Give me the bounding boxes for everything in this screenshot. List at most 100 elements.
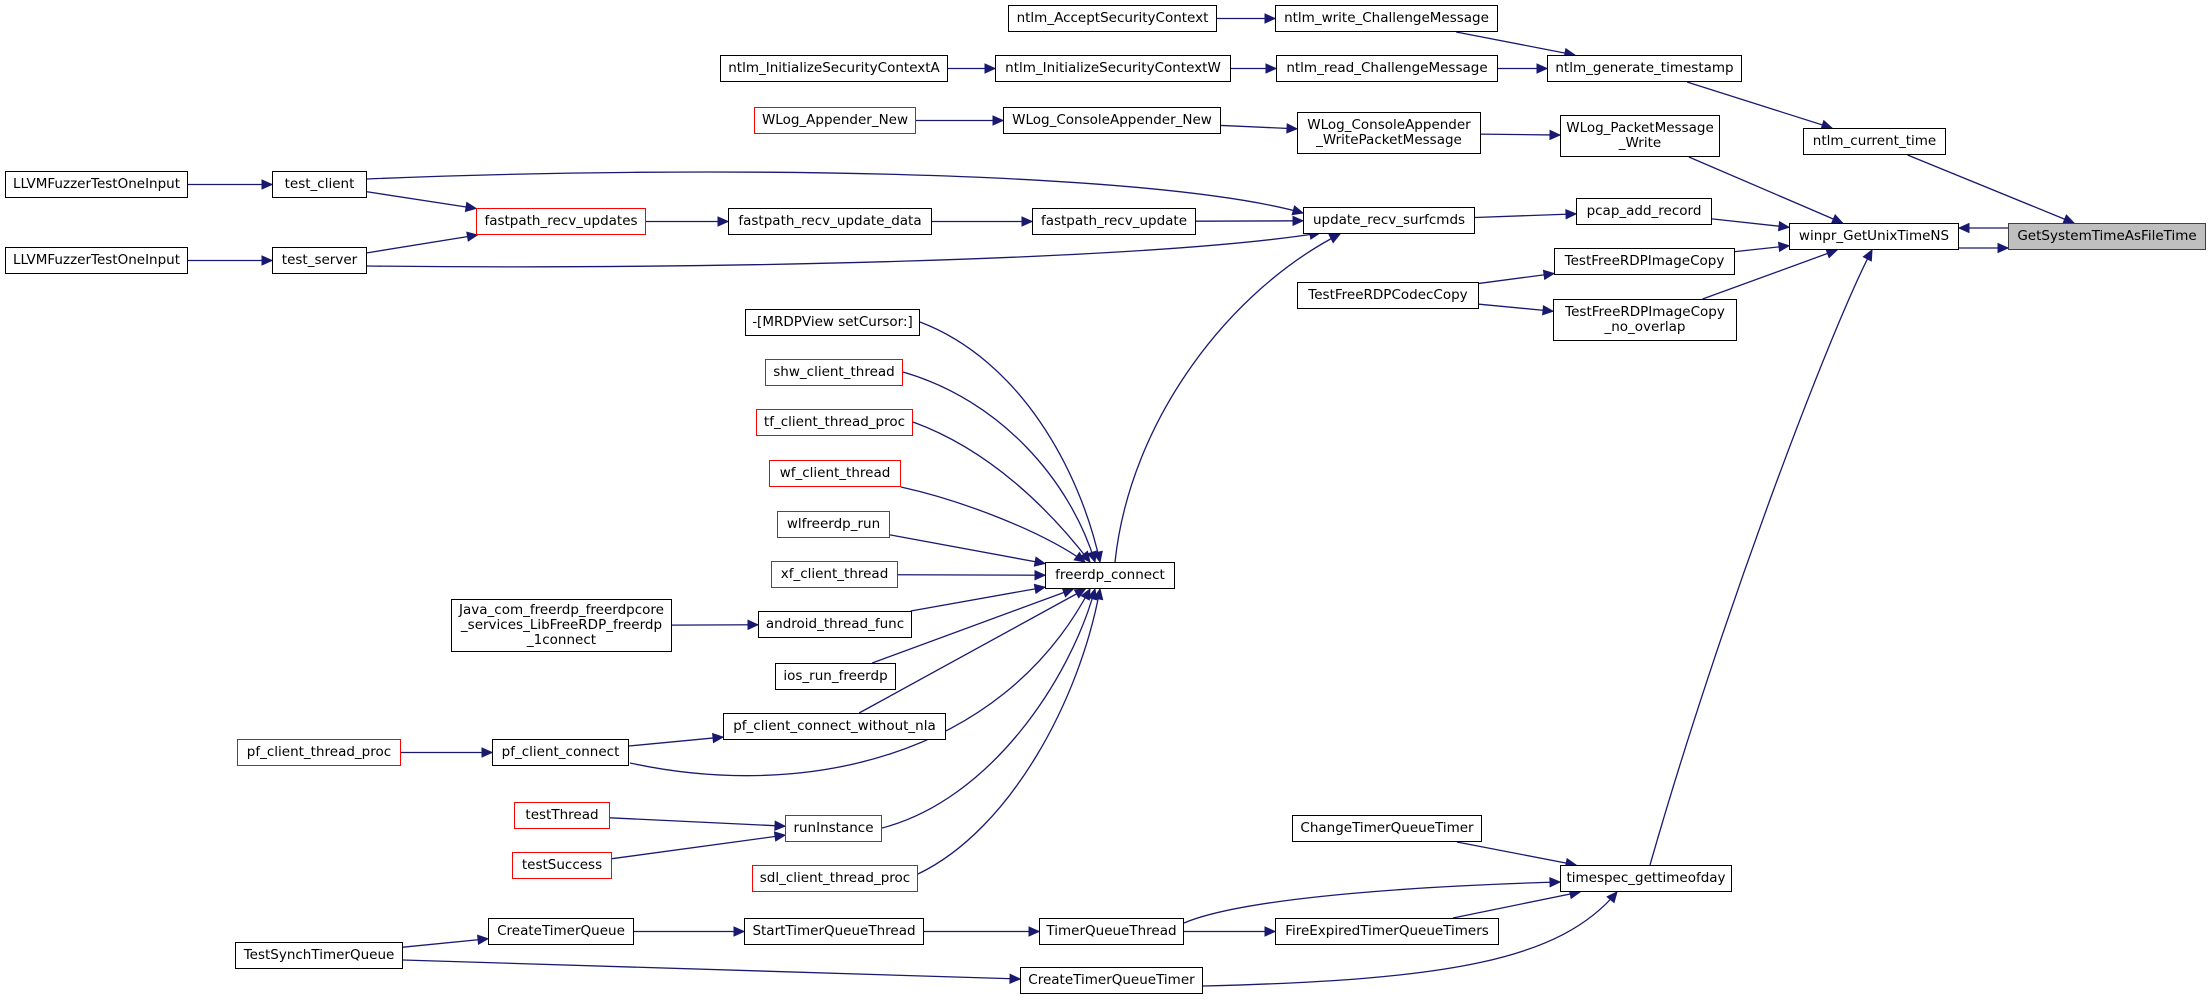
node-update-recv-surfcmds[interactable]: update_recv_surfcmds — [1303, 207, 1475, 234]
edge-pf-client-connect-without-nla-to-freerdp-connect-arrowhead — [1073, 588, 1087, 599]
edge-ios-run-freerdp-to-freerdp-connect-arrowhead — [1061, 587, 1075, 598]
edge-testfreerdpimagecopy-no-overlap-to-winpr-getunixtimens-arrowhead — [1825, 248, 1839, 259]
node-test-server[interactable]: test_server — [272, 247, 367, 274]
edge-tf-client-thread-proc-to-freerdp-connect-arrowhead — [1079, 550, 1091, 563]
edge-testthread-to-runinstance-arrowhead — [774, 820, 787, 831]
edge-android-thread-func-to-freerdp-connect — [910, 586, 1046, 612]
node-testfreerdpimagecopy-no-overlap[interactable]: TestFreeRDPImageCopy _no_overlap — [1553, 299, 1737, 341]
edge-testfreerdpcodeccopy-to-testfreerdpimagecopy-no-overlap — [1478, 303, 1554, 312]
node-createtimerqueuetimer[interactable]: CreateTimerQueueTimer — [1020, 967, 1203, 994]
edge-ntlm-current-time-to-getsystemtimeasfiletime — [1907, 154, 2075, 224]
edge-test-server-to-fastpath-recv-updates — [366, 234, 478, 254]
node-wlog-packetmessage-write[interactable]: WLog_PacketMessage _Write — [1560, 115, 1720, 157]
edge-wlog-packetmessage-write-to-winpr-getunixtimens — [1688, 156, 1843, 224]
node-ntlm-acceptsecuritycontext[interactable]: ntlm_AcceptSecurityContext — [1008, 5, 1217, 32]
node-createtimerqueue[interactable]: CreateTimerQueue — [488, 918, 634, 945]
node-testsuccess[interactable]: testSuccess — [512, 852, 612, 879]
edge-testsynchtimerqueue-to-createtimerqueuetimer — [402, 959, 1021, 980]
node-ntlm-generate-timestamp[interactable]: ntlm_generate_timestamp — [1547, 55, 1742, 82]
edge-testsynchtimerqueue-to-createtimerqueue-arrowhead — [477, 934, 490, 946]
edge-fastpath-recv-update-to-update-recv-surfcmds-arrowhead — [1292, 215, 1305, 227]
node-sdl-client-thread-proc[interactable]: sdl_client_thread_proc — [752, 865, 918, 892]
edge-freerdp-connect-to-update-recv-surfcmds — [1114, 233, 1341, 563]
node-starttimerqueuethread[interactable]: StartTimerQueueThread — [744, 918, 924, 945]
node-wlfreerdp-run[interactable]: wlfreerdp_run — [777, 511, 890, 538]
node-ntlm-current-time[interactable]: ntlm_current_time — [1803, 128, 1946, 155]
node-pcap-add-record[interactable]: pcap_add_record — [1576, 198, 1712, 225]
edge-createtimerqueuetimer-to-timespec-gettimeofday — [1202, 891, 1618, 987]
edge-update-recv-surfcmds-to-pcap-add-record-arrowhead — [1565, 209, 1578, 220]
node-ntlm-initializesecuritycontextw[interactable]: ntlm_InitializeSecurityContextW — [995, 55, 1231, 82]
node-testfreerdpimagecopy[interactable]: TestFreeRDPImageCopy — [1554, 248, 1735, 275]
edge-pf-client-connect-to-pf-client-connect-without-nla-arrowhead — [712, 732, 725, 744]
edge-createtimerqueue-to-starttimerqueuethread-arrowhead — [733, 926, 746, 937]
node-llvmfuzzertestoneinput-1[interactable]: LLVMFuzzerTestOneInput — [5, 171, 188, 198]
node-java-com-freerdp[interactable]: Java_com_freerdp_freerdpcore _services_L… — [451, 599, 672, 652]
edge-testfreerdpimagecopy-to-winpr-getunixtimens-arrowhead — [1777, 241, 1791, 253]
node-fastpath-recv-update-data[interactable]: fastpath_recv_update_data — [728, 208, 932, 235]
edge-timespec-gettimeofday-to-winpr-getunixtimens — [1649, 249, 1873, 866]
node-testsynchtimerqueue[interactable]: TestSynchTimerQueue — [235, 942, 403, 969]
edge-test-client-to-update-recv-surfcmds — [366, 171, 1304, 214]
edge-fireexpiredtimerqueuetimers-to-timespec-gettimeofday — [1452, 891, 1581, 919]
edge-pf-client-thread-proc-to-pf-client-connect-arrowhead — [481, 747, 494, 758]
node-ios-run-freerdp[interactable]: ios_run_freerdp — [775, 663, 896, 690]
edge-wlog-consoleappender-new-to-wlog-consoleappender-writepacketmessage — [1220, 124, 1298, 130]
edge-wlog-consoleappender-writepacketmessage-to-wlog-packetmessage-write — [1480, 133, 1561, 136]
node-pf-client-connect-without-nla[interactable]: pf_client_connect_without_nla — [723, 713, 946, 740]
edge-testsuccess-to-runinstance — [611, 834, 786, 860]
node-android-thread-func[interactable]: android_thread_func — [758, 611, 912, 638]
edge-changetimerqueuetimer-to-timespec-gettimeofday — [1456, 841, 1577, 866]
edge-ntlm-read-challengemessage-to-ntlm-generate-timestamp-arrowhead — [1536, 63, 1549, 74]
node-fastpath-recv-updates[interactable]: fastpath_recv_updates — [476, 208, 646, 235]
node-wlog-appender-new[interactable]: WLog_Appender_New — [754, 107, 916, 134]
node-timespec-gettimeofday[interactable]: timespec_gettimeofday — [1560, 865, 1732, 892]
edge-tf-client-thread-proc-to-freerdp-connect — [912, 421, 1091, 563]
node-llvmfuzzertestoneinput-2[interactable]: LLVMFuzzerTestOneInput — [5, 247, 188, 274]
node-wf-client-thread[interactable]: wf_client_thread — [769, 460, 901, 487]
edge-pf-client-connect-without-nla-to-freerdp-connect — [858, 588, 1086, 714]
node-mrdpview-setcursor[interactable]: -[MRDPView setCursor:] — [745, 309, 920, 336]
node-testfreerdpcodeccopy[interactable]: TestFreeRDPCodecCopy — [1297, 282, 1479, 309]
node-tf-client-thread-proc[interactable]: tf_client_thread_proc — [756, 409, 913, 436]
node-fireexpiredtimerqueuetimers[interactable]: FireExpiredTimerQueueTimers — [1275, 918, 1499, 945]
node-testthread[interactable]: testThread — [514, 802, 610, 829]
edge-pcap-add-record-to-winpr-getunixtimens — [1711, 218, 1790, 228]
node-pf-client-thread-proc[interactable]: pf_client_thread_proc — [237, 739, 401, 766]
node-wlog-consoleappender-new[interactable]: WLog_ConsoleAppender_New — [1003, 107, 1221, 134]
edge-wf-client-thread-to-freerdp-connect-arrowhead — [1073, 551, 1086, 563]
edge-pf-client-connect-to-pf-client-connect-without-nla — [628, 736, 724, 747]
edge-test-server-to-update-recv-surfcmds — [366, 232, 1321, 268]
node-ntlm-read-challengemessage[interactable]: ntlm_read_ChallengeMessage — [1276, 55, 1498, 82]
node-getsystemtimeasfiletime[interactable]: GetSystemTimeAsFileTime — [2008, 223, 2206, 250]
node-runinstance[interactable]: runInstance — [785, 815, 882, 842]
node-freerdp-connect[interactable]: freerdp_connect — [1045, 562, 1175, 589]
node-changetimerqueuetimer[interactable]: ChangeTimerQueueTimer — [1292, 815, 1482, 842]
edge-llvmfuzzertestoneinput-1-to-test-client-arrowhead — [261, 179, 274, 190]
node-wlog-consoleappender-writepacketmessage[interactable]: WLog_ConsoleAppender _WritePacketMessage — [1297, 112, 1481, 154]
edge-java-com-freerdp-to-android-thread-func-arrowhead — [747, 619, 760, 631]
edge-timerqueuethread-to-timespec-gettimeofday — [1183, 881, 1561, 924]
node-xf-client-thread[interactable]: xf_client_thread — [771, 561, 898, 588]
node-pf-client-connect[interactable]: pf_client_connect — [492, 739, 629, 766]
node-ntlm-write-challengemessage[interactable]: ntlm_write_ChallengeMessage — [1275, 5, 1498, 32]
edge-xf-client-thread-to-freerdp-connect-arrowhead — [1034, 569, 1047, 581]
edge-ntlm-initializesecuritycontexta-to-ntlm-initializesecuritycontextw-arrowhead — [984, 63, 997, 74]
node-timerqueuethread[interactable]: TimerQueueThread — [1039, 918, 1184, 945]
edge-runinstance-to-freerdp-connect — [881, 588, 1096, 829]
edge-pcap-add-record-to-winpr-getunixtimens-arrowhead — [1777, 220, 1791, 232]
edge-testfreerdpcodeccopy-to-testfreerdpimagecopy — [1478, 272, 1555, 285]
edge-shw-client-thread-to-freerdp-connect-arrowhead — [1086, 550, 1097, 564]
edge-pf-client-connect-to-freerdp-connect — [629, 588, 1091, 777]
node-fastpath-recv-update[interactable]: fastpath_recv_update — [1032, 208, 1196, 235]
edge-fastpath-recv-updates-to-fastpath-recv-update-data-arrowhead — [717, 216, 730, 227]
edge-ntlm-write-challengemessage-to-ntlm-generate-timestamp — [1456, 31, 1575, 56]
edge-testsynchtimerqueue-to-createtimerqueuetimer-arrowhead — [1009, 973, 1022, 985]
node-winpr-getunixtimens[interactable]: winpr_GetUnixTimeNS — [1789, 223, 1959, 250]
node-ntlm-initializesecuritycontexta[interactable]: ntlm_InitializeSecurityContextA — [720, 55, 948, 82]
node-test-client[interactable]: test_client — [272, 171, 367, 198]
node-shw-client-thread[interactable]: shw_client_thread — [765, 359, 903, 386]
edge-wlog-consoleappender-writepacketmessage-to-wlog-packetmessage-write-arrowhead — [1549, 129, 1562, 141]
edge-testthread-to-runinstance — [609, 817, 786, 827]
